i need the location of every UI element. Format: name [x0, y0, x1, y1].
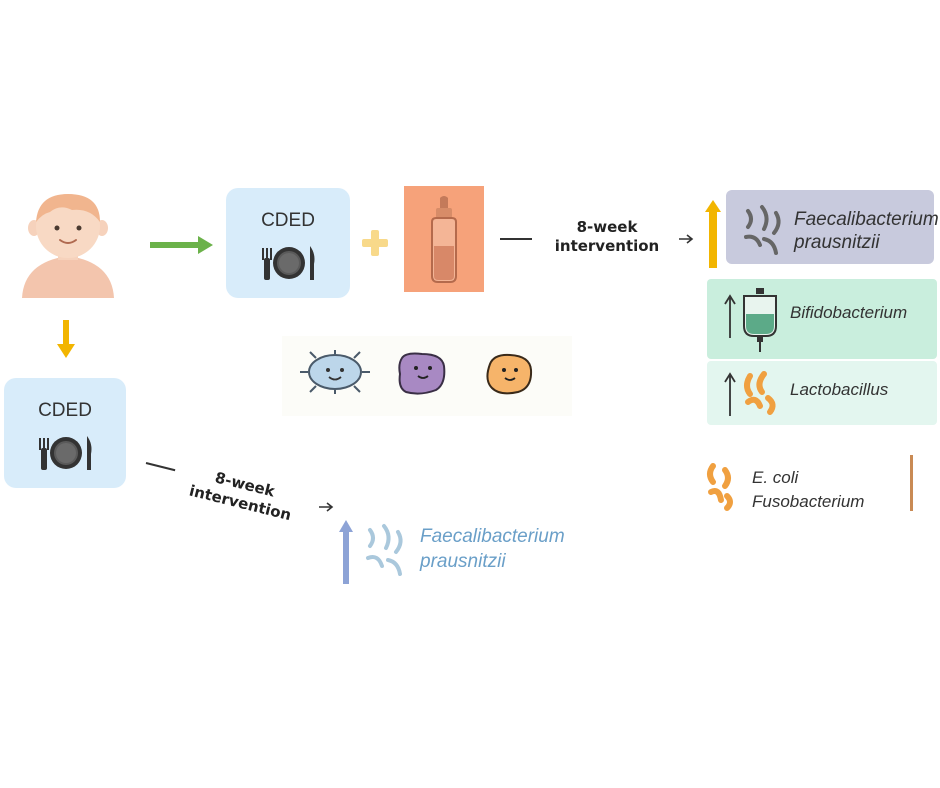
- faecali-line1: Faecalibacterium: [794, 209, 939, 230]
- orange-bacteria-icon: [707, 463, 733, 511]
- cded-box-bottom: CDED: [4, 378, 126, 488]
- faecali-line1: Faecalibacterium: [420, 526, 565, 547]
- faecali-label-top: Faecalibacterium prausnitzii: [794, 208, 939, 254]
- ecoli-label: E. coli Fusobacterium: [752, 466, 864, 514]
- virus-face-icon: [300, 350, 370, 394]
- faecali-line2: prausnitzii: [794, 232, 880, 253]
- faecali-label-bottom: Faecalibacterium prausnitzii: [420, 524, 565, 574]
- step-label-bottom: 8-week intervention: [175, 460, 310, 528]
- lacto-box: [707, 361, 937, 425]
- purple-bacterium-icon: [398, 352, 446, 395]
- bacteria-cluster-icon: [366, 524, 403, 576]
- plate-cutlery-icon: [262, 246, 315, 280]
- orange-bacteria-icon: [744, 371, 776, 415]
- fuso-line: Fusobacterium: [752, 492, 865, 511]
- decrease-bar: [910, 455, 913, 511]
- cded-label: CDED: [38, 400, 92, 421]
- up-arrow-icon: [724, 294, 736, 338]
- plus-icon: [362, 230, 388, 256]
- iv-bag-icon: [743, 288, 777, 352]
- cded-box-top: CDED: [226, 188, 350, 298]
- lacto-label: Lactobacillus: [790, 380, 889, 399]
- formula-box: [404, 186, 484, 292]
- faecali-line2: prausnitzii: [420, 551, 506, 572]
- step-dash-bottom: [145, 462, 176, 472]
- faecali-box: [726, 190, 934, 264]
- step-dash-top: [500, 238, 532, 240]
- up-arrow-icon: [705, 200, 721, 268]
- baby-bottle-icon: [431, 196, 457, 283]
- arrow-right-small-icon: [679, 234, 694, 244]
- green-arrow-right-icon: [150, 236, 213, 254]
- plate-cutlery-icon: [39, 436, 92, 470]
- bacteria-cluster-icon: [744, 205, 781, 255]
- yellow-arrow-down-icon: [57, 320, 75, 358]
- step-line2: intervention: [554, 237, 660, 255]
- child-icon: [22, 194, 114, 298]
- ecoli-line: E. coli: [752, 468, 799, 487]
- bifido-label: Bifidobacterium: [790, 303, 908, 322]
- orange-bacterium-icon: [486, 353, 533, 395]
- up-arrow-icon: [339, 520, 353, 584]
- arrow-right-small-icon: [319, 502, 334, 512]
- step-label-top: 8-week intervention: [544, 218, 670, 256]
- step-line1: 8-week: [576, 218, 638, 236]
- up-arrow-icon: [724, 372, 736, 416]
- cded-label: CDED: [261, 210, 315, 231]
